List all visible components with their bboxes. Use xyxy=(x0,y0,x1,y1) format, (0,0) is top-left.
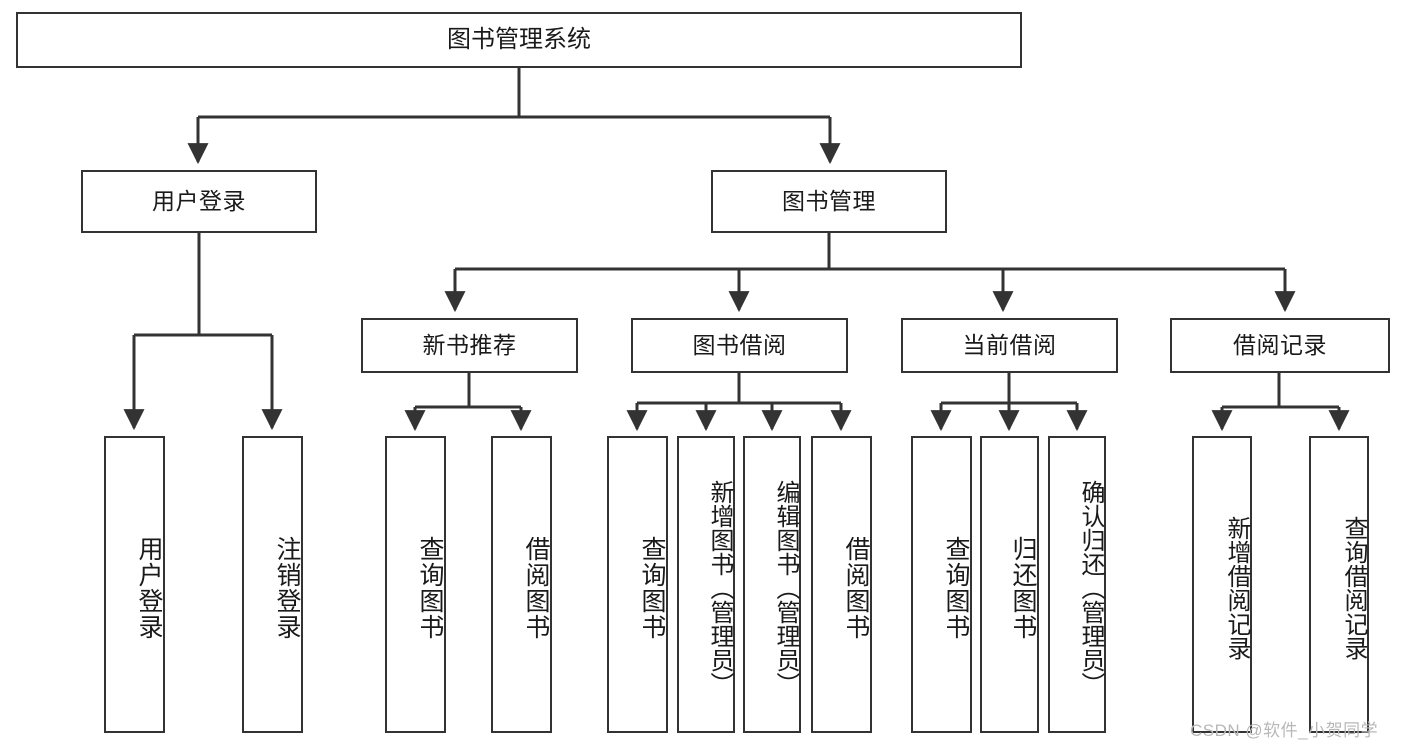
leaf-user-login[interactable]: 用户登录 xyxy=(104,436,165,733)
node-label: 确认归还（管理员） xyxy=(1077,479,1104,696)
leaf-return-book[interactable]: 归还图书 xyxy=(980,436,1039,733)
leaf-confirm-return-admin[interactable]: 确认归还（管理员） xyxy=(1048,436,1106,733)
node-label: 新增借阅记录 xyxy=(1223,515,1250,660)
node-label: 归还图书 xyxy=(1009,535,1037,640)
node-label: 图书借阅 xyxy=(692,331,787,358)
node-user-login[interactable]: 用户登录 xyxy=(81,170,317,233)
node-label: 新增图书（管理员） xyxy=(706,479,733,696)
node-label: 当前借阅 xyxy=(962,331,1057,358)
node-book-borrowing[interactable]: 图书借阅 xyxy=(631,318,848,373)
leaf-add-borrow-record[interactable]: 新增借阅记录 xyxy=(1192,436,1252,733)
leaf-borrow-book-borrowing[interactable]: 借阅图书 xyxy=(811,436,872,733)
leaf-add-book-admin[interactable]: 新增图书（管理员） xyxy=(677,436,735,733)
node-new-book-recommendation[interactable]: 新书推荐 xyxy=(361,318,578,373)
node-book-management[interactable]: 图书管理 xyxy=(711,170,947,233)
node-label: 查询图书 xyxy=(416,535,444,640)
leaf-query-book-new-book[interactable]: 查询图书 xyxy=(385,436,446,733)
node-label: 注销登录 xyxy=(273,535,301,640)
leaf-query-book-current[interactable]: 查询图书 xyxy=(911,436,972,733)
leaf-borrow-book-new-book[interactable]: 借阅图书 xyxy=(491,436,552,733)
leaf-query-borrow-record[interactable]: 查询借阅记录 xyxy=(1309,436,1369,733)
node-label: 编辑图书（管理员） xyxy=(772,479,799,696)
leaf-logout-login[interactable]: 注销登录 xyxy=(242,436,303,733)
node-label: 借阅图书 xyxy=(522,535,550,640)
leaf-query-book-borrowing[interactable]: 查询图书 xyxy=(607,436,668,733)
node-label: 查询图书 xyxy=(942,535,970,640)
node-label: 借阅记录 xyxy=(1233,331,1327,358)
node-label: 图书管理系统 xyxy=(447,25,591,53)
node-label: 新书推荐 xyxy=(422,331,517,358)
node-label: 图书管理 xyxy=(782,187,876,214)
node-current-borrowing[interactable]: 当前借阅 xyxy=(901,318,1118,373)
node-label: 用户登录 xyxy=(135,535,163,640)
node-root-book-management-system[interactable]: 图书管理系统 xyxy=(16,12,1022,68)
node-label: 用户登录 xyxy=(152,187,246,214)
node-label: 借阅图书 xyxy=(842,535,870,640)
node-label: 查询借阅记录 xyxy=(1340,515,1367,660)
csdn-watermark: CSDN @软件_小贺同学 xyxy=(1190,721,1379,740)
node-label: 查询图书 xyxy=(638,535,666,640)
node-borrowing-record[interactable]: 借阅记录 xyxy=(1170,318,1390,373)
leaf-edit-book-admin[interactable]: 编辑图书（管理员） xyxy=(743,436,801,733)
